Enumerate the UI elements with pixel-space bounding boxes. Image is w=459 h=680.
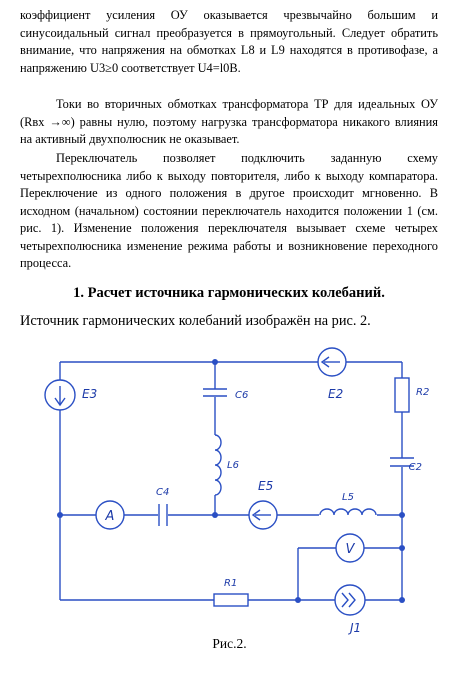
- resistor-r1-icon: [213, 593, 249, 607]
- label-l6: L6: [227, 460, 239, 471]
- label-v: V: [346, 542, 356, 557]
- label-j1: J1: [348, 621, 361, 635]
- label-c6: C6: [235, 390, 248, 401]
- current-source-j1-icon: [334, 584, 366, 616]
- section-heading: 1. Расчет источника гармонических колеба…: [73, 285, 385, 301]
- paragraph-3: Переключатель позволяет подключить задан…: [20, 151, 438, 270]
- voltmeter-icon: [335, 533, 365, 563]
- label-l5: L5: [342, 492, 354, 503]
- circuit-diagram: E3 C6 L6 E2 R2 C2 A C4 E5: [44, 347, 429, 635]
- label-c4: C4: [156, 487, 169, 498]
- figure-caption: Рис.2.: [212, 636, 247, 651]
- label-e5: E5: [258, 479, 273, 493]
- label-r2: R2: [416, 387, 429, 398]
- inductor-l6-icon: [214, 434, 222, 496]
- resistor-r2-icon: [394, 377, 410, 413]
- intro-line: Источник гармонических колебаний изображ…: [20, 313, 371, 329]
- label-c2: C2: [409, 462, 422, 473]
- paragraph-1: коэффициент усиления ОУ оказывается чрез…: [20, 8, 438, 75]
- ammeter-icon: [95, 500, 125, 530]
- label-a: A: [105, 509, 115, 524]
- label-e3: E3: [82, 387, 97, 401]
- inductor-l5-icon: [319, 508, 377, 516]
- paragraph-2: Токи во вторичных обмотках трансформатор…: [20, 97, 438, 146]
- label-r1: R1: [224, 578, 237, 589]
- label-e2: E2: [328, 387, 343, 401]
